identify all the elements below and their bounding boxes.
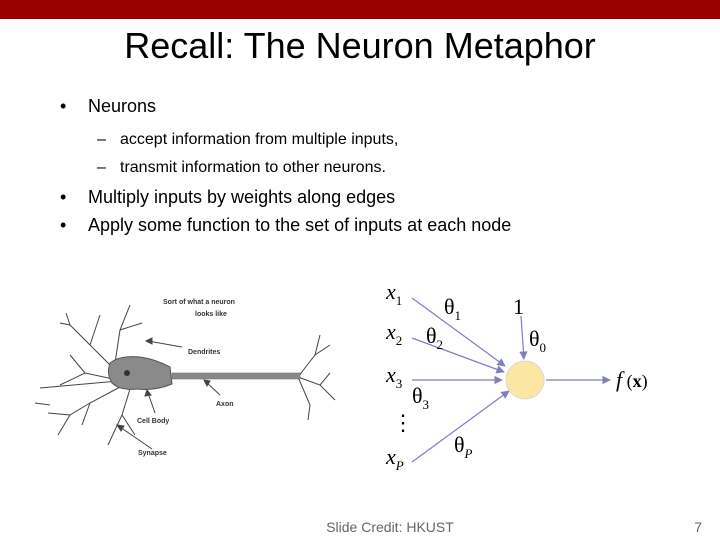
edge-1	[411, 297, 506, 367]
dendrites-sketch	[34, 304, 336, 446]
slide-credit: Slide Credit: HKUST	[326, 519, 454, 535]
edge-p	[411, 390, 510, 463]
bias-weight-theta0: θ0	[529, 326, 546, 355]
axon-shape	[171, 372, 301, 380]
weight-theta3: θ3	[412, 383, 429, 412]
label-dendrites: Dendrites	[188, 349, 220, 356]
neuron-caption-line2: looks like	[195, 311, 227, 318]
input-x3: x3	[385, 362, 402, 391]
neuron-illustration: Sort of what a neuron looks like Dendrit…	[34, 299, 336, 457]
weight-theta1: θ1	[444, 294, 461, 323]
bullet-list: Neurons accept information from multiple…	[60, 94, 700, 237]
input-x2: x2	[385, 319, 402, 348]
weight-thetap: θP	[454, 432, 473, 461]
label-synapse: Synapse	[138, 450, 167, 457]
edge-2	[411, 337, 505, 374]
label-axon: Axon	[216, 401, 234, 408]
cell-body-shape	[107, 356, 173, 390]
slide-title: Recall: The Neuron Metaphor	[124, 25, 596, 66]
weight-theta2: θ2	[426, 323, 443, 352]
page-number: 7	[694, 519, 702, 535]
bullet-neurons: Neurons	[60, 94, 700, 118]
summation-node	[505, 360, 545, 400]
top-bar	[0, 0, 720, 19]
sub-bullet-transmit: transmit information to other neurons.	[60, 156, 700, 180]
neuron-caption-line1: Sort of what a neuron	[163, 299, 235, 306]
bullet-multiply: Multiply inputs by weights along edges	[60, 185, 700, 209]
bias-input-one: 1	[513, 294, 524, 319]
output-function: f (x)	[616, 367, 648, 392]
sub-bullet-accept: accept information from multiple inputs,	[60, 128, 700, 152]
artificial-neuron-diagram: x1 x2 x3 xP ⋮ θ1 θ2 θ3 θP 1 θ0 f (x)	[385, 279, 648, 473]
input-x1: x1	[385, 279, 402, 308]
weighted-edges	[411, 297, 611, 463]
label-cell-body: Cell Body	[137, 418, 169, 425]
input-xp: xP	[385, 444, 404, 473]
bullet-apply: Apply some function to the set of inputs…	[60, 213, 700, 237]
inputs-ellipsis: ⋮	[392, 410, 414, 435]
nucleus-dot	[124, 370, 130, 376]
edge-bias	[519, 315, 528, 360]
